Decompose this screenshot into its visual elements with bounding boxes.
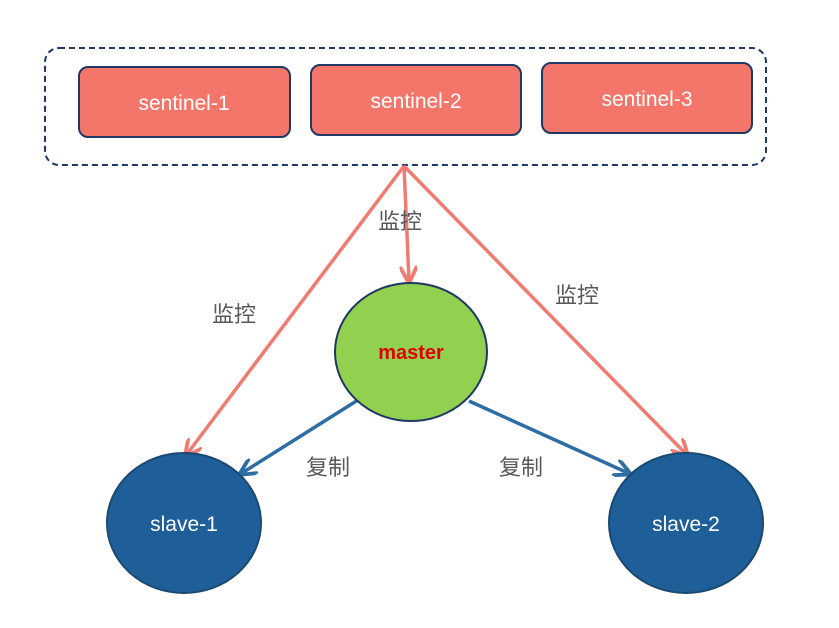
sentinel-3-node: sentinel-3 <box>541 62 753 134</box>
sentinel-2-label: sentinel-2 <box>370 90 461 113</box>
sentinel-2-node: sentinel-2 <box>310 64 522 136</box>
slave-1-label: slave-1 <box>150 513 218 536</box>
master-circle <box>334 282 488 422</box>
replicate-arrow-slave-2 <box>468 399 628 473</box>
replicate-label-left: 复制 <box>306 456 350 481</box>
sentinel-group-border <box>44 47 767 166</box>
monitor-label-center: 监控 <box>378 210 422 235</box>
master-label: master <box>378 342 444 364</box>
slave-1-circle <box>106 452 262 594</box>
replicate-label-right: 复制 <box>499 456 543 481</box>
sentinel-1-box <box>78 66 291 138</box>
slave-2-circle <box>608 452 764 594</box>
sentinel-3-box <box>541 62 753 134</box>
monitor-label-left: 监控 <box>212 303 256 328</box>
slave-1-node: slave-1 <box>106 452 262 594</box>
monitor-arrow-slave-1 <box>187 164 406 454</box>
sentinel-1-label: sentinel-1 <box>138 92 229 115</box>
master-node: master <box>334 282 488 422</box>
monitor-arrow-slave-2 <box>402 164 686 454</box>
replicate-arrow-slave-1 <box>242 398 359 473</box>
sentinel-1-node: sentinel-1 <box>78 66 291 138</box>
monitor-arrow-master <box>404 165 409 280</box>
sentinel-2-box <box>310 64 522 136</box>
slave-2-label: slave-2 <box>652 513 720 536</box>
sentinel-3-label: sentinel-3 <box>601 88 692 111</box>
monitor-label-right: 监控 <box>555 284 599 309</box>
slave-2-node: slave-2 <box>608 452 764 594</box>
